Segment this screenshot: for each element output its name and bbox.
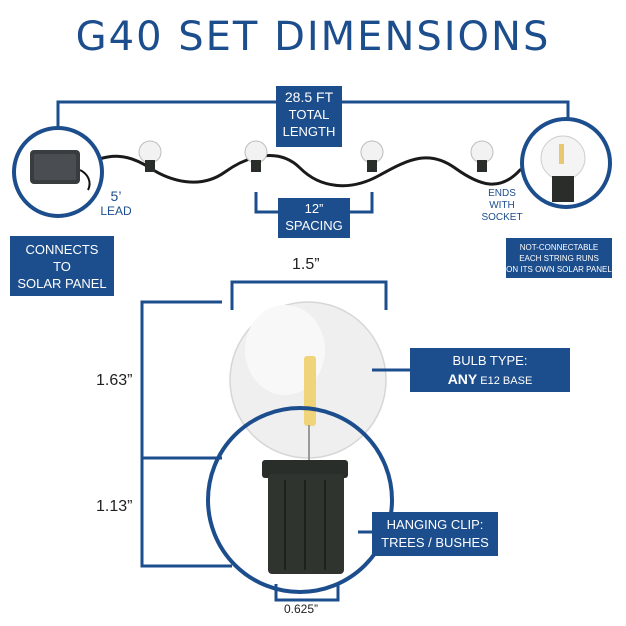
not-connectable-line2: EACH STRING RUNS (519, 254, 599, 263)
ends-line3: SOCKET (481, 212, 523, 223)
total-length-value: 28.5 FT (284, 89, 334, 105)
solar-panel-icon (30, 150, 91, 191)
string-bulb-4 (470, 140, 494, 172)
socket-width-dimension: 0.625” (284, 602, 319, 616)
socket-icon (262, 460, 348, 574)
bulb-icon (229, 301, 387, 460)
spacing-value: 12” (304, 201, 324, 216)
hanging-clip-line1: HANGING CLIP: (386, 517, 484, 532)
solar-panel-circle (12, 126, 104, 218)
end-socket-circle (520, 117, 612, 209)
lead-value: 5’ (110, 188, 122, 204)
bulb-type-line1: BULB TYPE: (452, 353, 528, 368)
hanging-clip-box: HANGING CLIP: TREES / BUSHES (372, 512, 498, 556)
bulb-type-box: BULB TYPE: ANY E12 BASE (410, 348, 570, 392)
socket-circle (206, 406, 394, 594)
socket-height-bracket (140, 458, 232, 568)
bulb-height-bracket (140, 300, 222, 460)
connects-line3: SOLAR PANEL (17, 276, 107, 291)
not-connectable-box: NOT-CONNECTABLE EACH STRING RUNS ON ITS … (506, 238, 612, 278)
hanging-clip-line2: TREES / BUSHES (381, 535, 489, 550)
string-bulb-2 (244, 140, 268, 172)
socket-width-bracket (274, 584, 340, 602)
connects-to-solar-panel-box: CONNECTS TO SOLAR PANEL (10, 236, 114, 296)
ends-with-socket-label: ENDS WITH SOCKET (478, 188, 526, 224)
lead-label: 5’ LEAD (96, 188, 136, 218)
bulb-type-line2: E12 BASE (477, 375, 533, 387)
spacing-label: SPACING (285, 218, 343, 233)
total-length-box: 28.5 FT TOTAL LENGTH (276, 86, 342, 147)
bulb-type-bold: ANY (447, 371, 478, 387)
bulb-height-dimension: 1.63” (96, 372, 133, 389)
lead-text: LEAD (100, 204, 132, 218)
total-length-line2: LENGTH (282, 124, 336, 139)
width-bracket (230, 280, 388, 310)
not-connectable-line3: ON ITS OWN SOLAR PANEL (506, 265, 612, 274)
total-length-line1: TOTAL (288, 107, 330, 122)
connects-line1: CONNECTS (25, 242, 99, 257)
socket-height-dimension: 1.13” (96, 498, 133, 515)
string-bulb-3 (360, 140, 384, 172)
connects-line2: TO (53, 259, 71, 274)
ends-line2: WITH (489, 200, 515, 211)
width-dimension: 1.5” (292, 256, 320, 273)
page-title: G40 SET DIMENSIONS (75, 14, 551, 60)
ends-line1: ENDS (488, 188, 516, 199)
string-bulb-1 (138, 140, 162, 172)
spacing-box: 12” SPACING (278, 198, 350, 238)
not-connectable-line1: NOT-CONNECTABLE (519, 243, 599, 252)
